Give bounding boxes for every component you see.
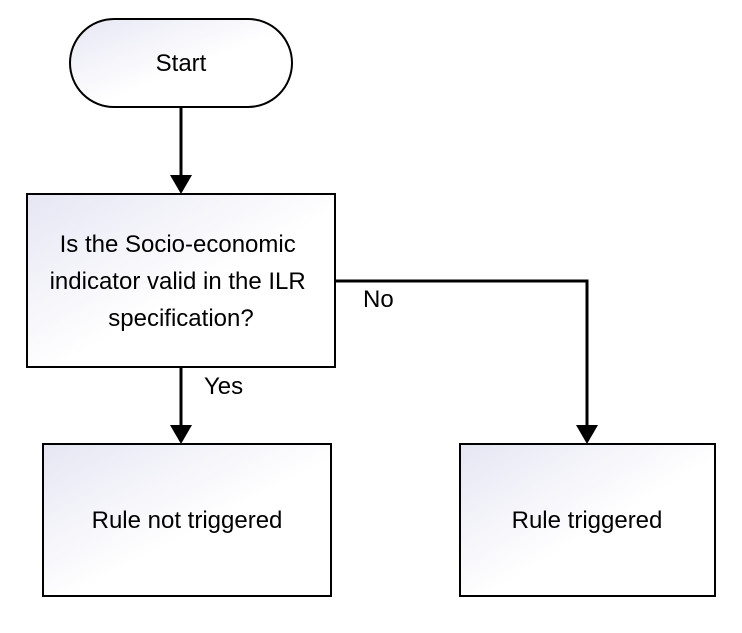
- start-node: Start: [69, 18, 293, 108]
- arrowhead: [170, 175, 192, 194]
- rule-not-triggered-box-shape: [42, 443, 332, 597]
- arrow-no-branch: No: [335, 279, 598, 444]
- no-label: No: [363, 286, 394, 313]
- decision-question: Is the Socio-economic indicator valid in…: [50, 231, 313, 332]
- arrowhead: [576, 425, 598, 444]
- connector-line: [335, 279, 589, 426]
- start-label: Start: [156, 50, 207, 77]
- rule-triggered-node: Rule triggered: [459, 443, 716, 597]
- rule-not-triggered-node: Rule not triggered: [42, 443, 332, 597]
- rule-not-triggered-label: Rule not triggered: [92, 507, 283, 534]
- arrowhead: [170, 425, 192, 444]
- decision-line-2: indicator valid in the ILR: [50, 268, 306, 295]
- decision-node: Is the Socio-economic indicator valid in…: [26, 193, 336, 368]
- yes-label: Yes: [204, 373, 243, 400]
- decision-line-3: specification?: [108, 305, 253, 332]
- arrow-yes-branch: Yes: [170, 367, 243, 444]
- rule-triggered-box-shape: [459, 443, 716, 597]
- rule-triggered-label: Rule triggered: [512, 507, 663, 534]
- arrow-start-to-decision: [170, 107, 192, 194]
- decision-line-1: Is the Socio-economic: [60, 231, 296, 258]
- decision-box-shape: [26, 193, 336, 368]
